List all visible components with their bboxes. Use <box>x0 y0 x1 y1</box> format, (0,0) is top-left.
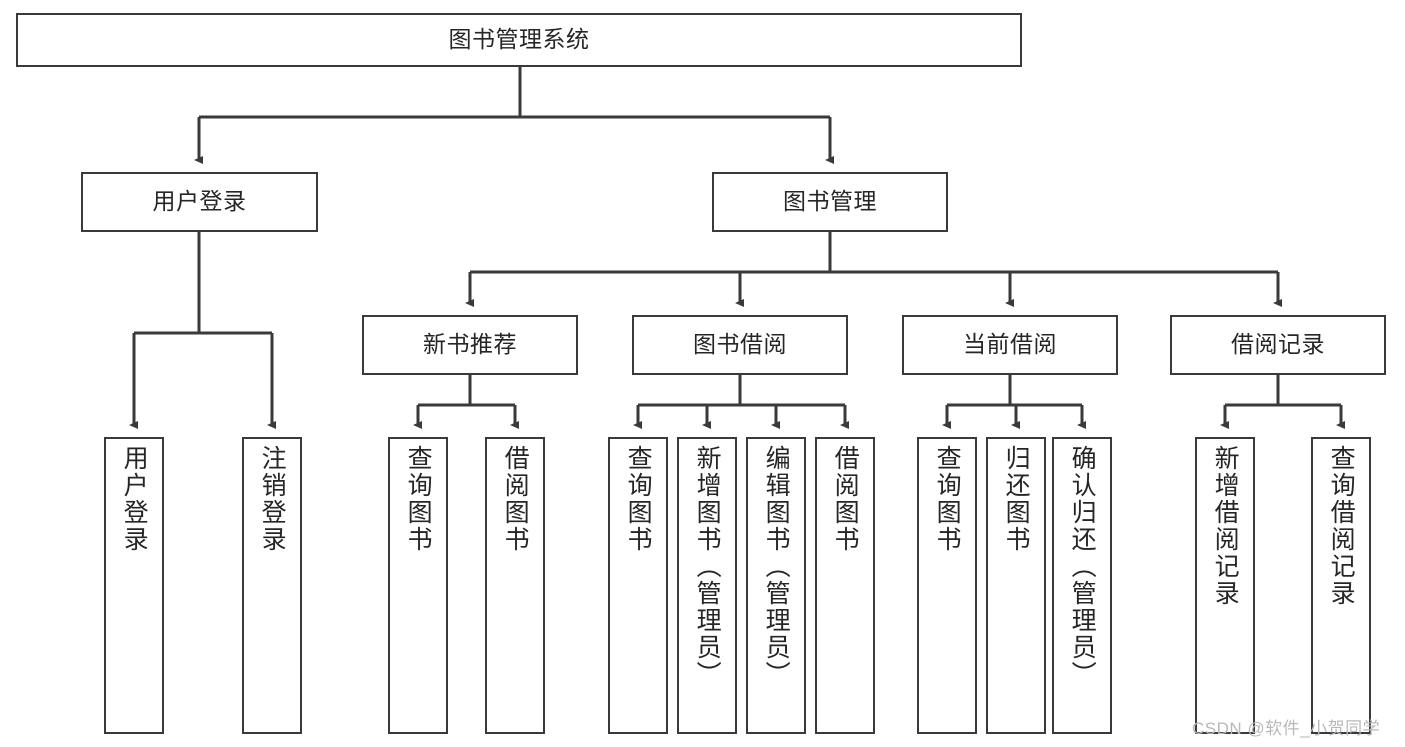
leaf-borrow-record-1[interactable]: 查询借阅记录 <box>1311 437 1371 734</box>
leaf-book-borrow-0[interactable]: 查询图书 <box>608 437 668 734</box>
leaf-book-borrow-1[interactable]: 新增图书（管理员） <box>677 437 737 734</box>
node-borrow-record-label: 借阅记录 <box>1231 331 1325 358</box>
leaf-borrow-record-1-label: 查询借阅记录 <box>1327 445 1356 607</box>
node-current-borrow[interactable]: 当前借阅 <box>902 315 1118 375</box>
leaf-book-borrow-3[interactable]: 借阅图书 <box>815 437 875 734</box>
leaf-new-book-recommend-1-label: 借阅图书 <box>501 445 530 553</box>
leaf-user-login-0-label: 用户登录 <box>120 445 149 553</box>
leaf-book-borrow-2-label: 编辑图书（管理员） <box>762 445 791 688</box>
leaf-current-borrow-1[interactable]: 归还图书 <box>986 437 1046 734</box>
node-book-borrow-label: 图书借阅 <box>693 331 787 358</box>
leaf-new-book-recommend-0-label: 查询图书 <box>404 445 433 553</box>
node-current-borrow-label: 当前借阅 <box>963 331 1057 358</box>
leaf-book-borrow-2[interactable]: 编辑图书（管理员） <box>746 437 806 734</box>
leaf-book-borrow-3-label: 借阅图书 <box>831 445 860 553</box>
node-book-borrow[interactable]: 图书借阅 <box>632 315 848 375</box>
leaf-current-borrow-2-label: 确认归还（管理员） <box>1068 445 1097 688</box>
node-new-book-recommend[interactable]: 新书推荐 <box>362 315 578 375</box>
leaf-current-borrow-1-label: 归还图书 <box>1002 445 1031 553</box>
csdn-watermark: CSDN @软件_小贺同学 <box>1192 719 1381 738</box>
node-user-login[interactable]: 用户登录 <box>81 172 318 232</box>
leaf-current-borrow-2[interactable]: 确认归还（管理员） <box>1052 437 1112 734</box>
node-root-system[interactable]: 图书管理系统 <box>16 13 1022 67</box>
leaf-new-book-recommend-0[interactable]: 查询图书 <box>388 437 448 734</box>
node-book-management[interactable]: 图书管理 <box>712 172 948 232</box>
leaf-book-borrow-1-label: 新增图书（管理员） <box>693 445 722 688</box>
node-new-book-recommend-label: 新书推荐 <box>423 331 517 358</box>
node-book-management-label: 图书管理 <box>783 188 877 215</box>
leaf-user-login-1-label: 注销登录 <box>258 445 287 553</box>
leaf-borrow-record-0-label: 新增借阅记录 <box>1211 445 1240 607</box>
leaf-book-borrow-0-label: 查询图书 <box>624 445 653 553</box>
leaf-borrow-record-0[interactable]: 新增借阅记录 <box>1195 437 1255 734</box>
leaf-user-login-0[interactable]: 用户登录 <box>104 437 164 734</box>
node-user-login-label: 用户登录 <box>152 188 247 215</box>
leaf-new-book-recommend-1[interactable]: 借阅图书 <box>485 437 545 734</box>
node-root-system-label: 图书管理系统 <box>448 26 590 53</box>
leaf-current-borrow-0-label: 查询图书 <box>933 445 962 553</box>
leaf-current-borrow-0[interactable]: 查询图书 <box>917 437 977 734</box>
node-borrow-record[interactable]: 借阅记录 <box>1170 315 1386 375</box>
leaf-user-login-1[interactable]: 注销登录 <box>242 437 302 734</box>
